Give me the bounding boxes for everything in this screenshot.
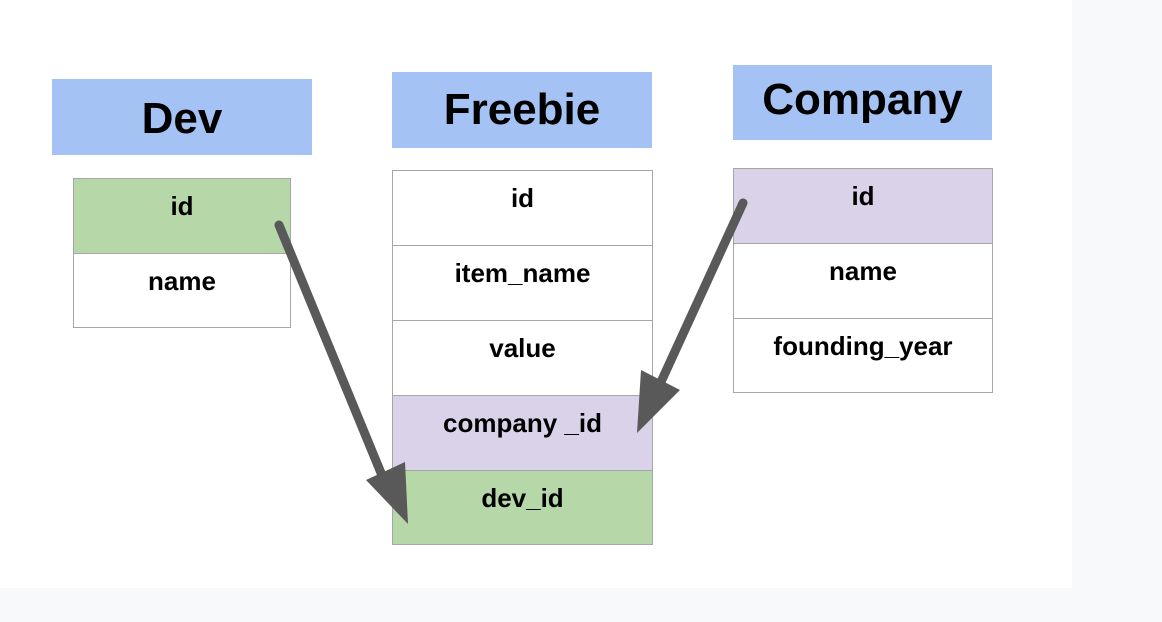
freebie-field-company-id: company _id <box>392 395 653 471</box>
company-field-id: id <box>733 168 993 244</box>
company-entity-title: Company <box>733 65 992 140</box>
freebie-table: id item_name value company _id dev_id <box>392 170 653 545</box>
dev-entity-title: Dev <box>52 79 312 155</box>
arrow-company-shaft <box>650 198 748 400</box>
freebie-field-value: value <box>392 320 653 396</box>
arrow-dev-to-freebie <box>274 220 408 524</box>
arrow-dev-shaft <box>274 220 393 495</box>
company-field-name-label: name <box>829 256 897 286</box>
company-title-text: Company <box>762 74 963 124</box>
freebie-field-item-name: item_name <box>392 245 653 321</box>
dev-table: id name <box>73 178 291 328</box>
diagram-canvas: Dev id name Freebie id item_name value c… <box>52 65 993 545</box>
dev-field-id: id <box>73 178 291 254</box>
freebie-field-item-name-label: item_name <box>454 258 591 288</box>
company-field-name: name <box>733 243 993 319</box>
freebie-field-id: id <box>392 170 653 246</box>
company-field-id-label: id <box>851 181 875 211</box>
dev-field-name: name <box>73 253 291 328</box>
freebie-title-text: Freebie <box>443 85 601 134</box>
company-field-founding-year: founding_year <box>733 318 993 393</box>
freebie-field-dev-id: dev_id <box>392 470 653 545</box>
dev-field-id-label: id <box>170 191 194 221</box>
company-table: id name founding_year <box>733 168 993 393</box>
freebie-entity-title: Freebie <box>392 72 652 148</box>
freebie-field-id-label: id <box>510 183 535 213</box>
freebie-field-dev-id-label: dev_id <box>481 483 564 513</box>
freebie-field-company-id-label: company _id <box>443 408 602 438</box>
dev-title-text: Dev <box>141 94 223 143</box>
dev-field-name-label: name <box>148 266 216 296</box>
company-field-founding-year-label: founding_year <box>773 331 953 361</box>
freebie-field-value-label: value <box>489 333 556 363</box>
